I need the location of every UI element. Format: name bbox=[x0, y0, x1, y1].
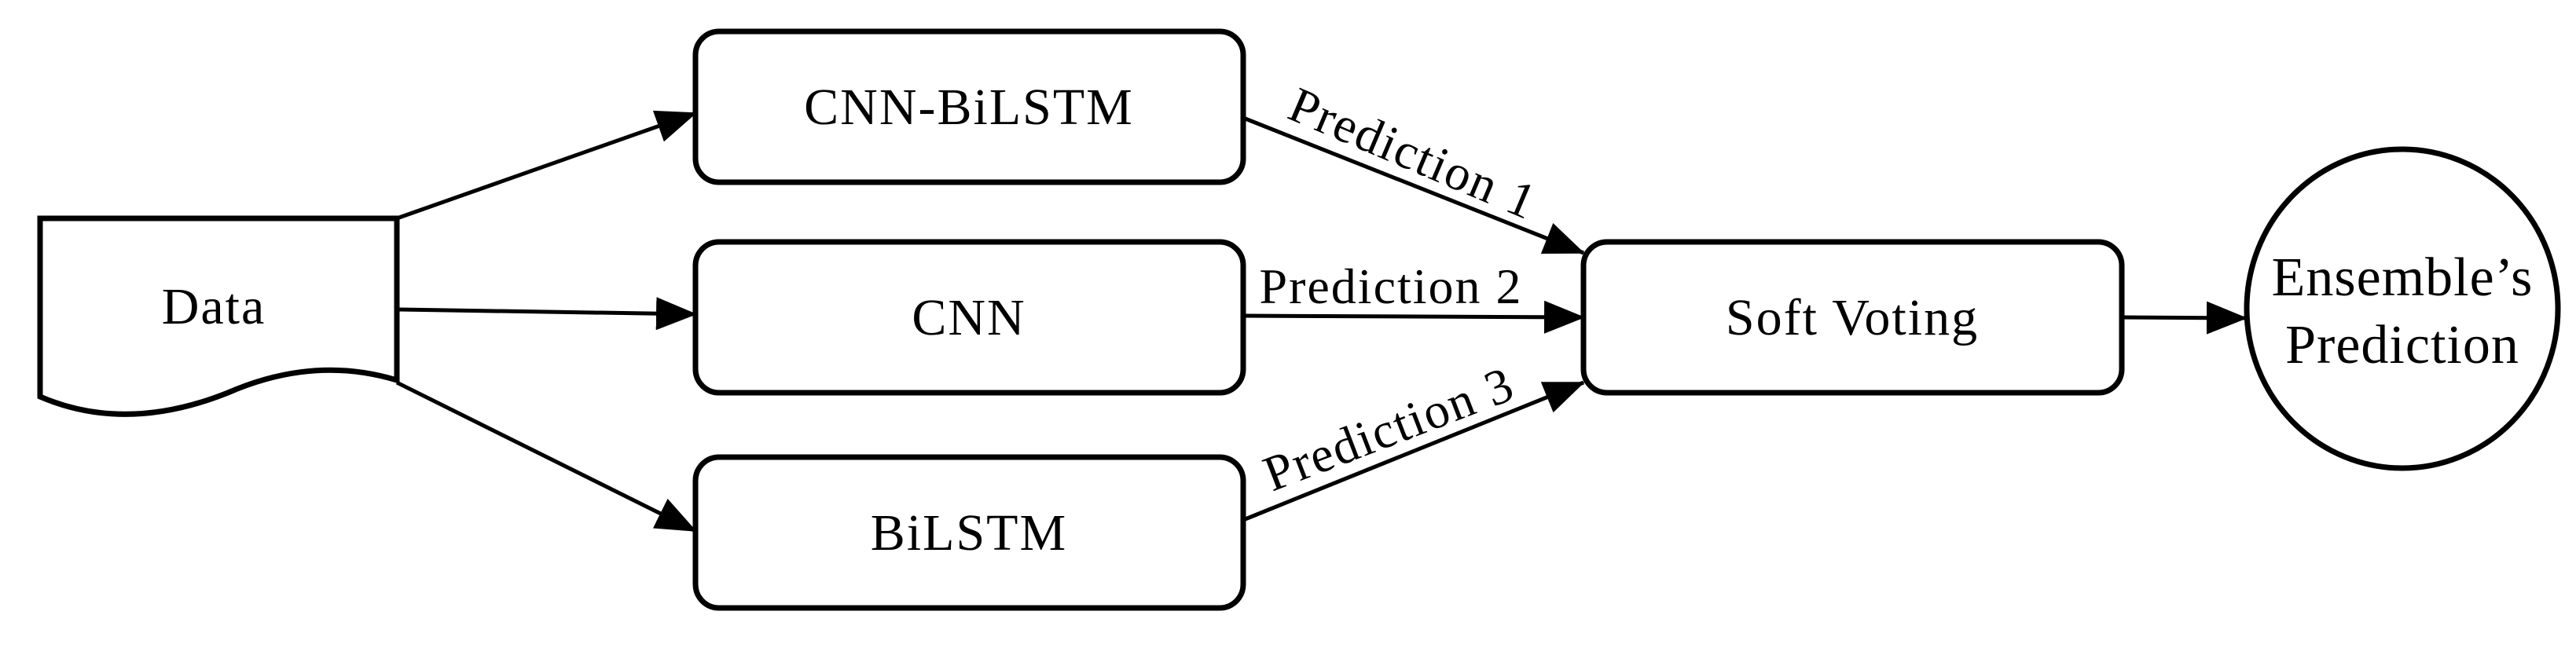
edge-prediction-3 bbox=[1242, 380, 1585, 522]
prediction-3-label: Prediction 3 bbox=[1256, 356, 1521, 502]
soft-voting-label: Soft Voting bbox=[1726, 289, 1979, 346]
ensemble-prediction-label-line1: Ensemble’s bbox=[2272, 247, 2534, 308]
edge-data-to-bilstm bbox=[395, 380, 697, 533]
data-label: Data bbox=[162, 278, 266, 335]
edge-softvoting-to-ensemble bbox=[2121, 301, 2248, 335]
edge-prediction-1 bbox=[1242, 115, 1585, 255]
ensemble-prediction-label-line2: Prediction bbox=[2285, 315, 2519, 375]
ensemble-prediction-circle bbox=[2244, 146, 2561, 471]
edge-data-to-cnn-bilstm bbox=[396, 110, 697, 221]
prediction-2-label: Prediction 2 bbox=[1259, 258, 1522, 314]
edge-prediction-2 bbox=[1242, 300, 1585, 334]
bilstm-label: BiLSTM bbox=[871, 504, 1067, 562]
prediction-1-label: Prediction 1 bbox=[1281, 76, 1545, 230]
cnn-box bbox=[692, 239, 1246, 396]
cnn-bilstm-box bbox=[692, 28, 1246, 185]
cnn-bilstm-label: CNN-BiLSTM bbox=[804, 79, 1134, 136]
data-document-shape bbox=[37, 215, 400, 417]
bilstm-box bbox=[692, 454, 1246, 611]
edge-data-to-cnn bbox=[396, 297, 697, 331]
soft-voting-box bbox=[1580, 239, 2125, 396]
cnn-label: CNN bbox=[912, 289, 1026, 346]
